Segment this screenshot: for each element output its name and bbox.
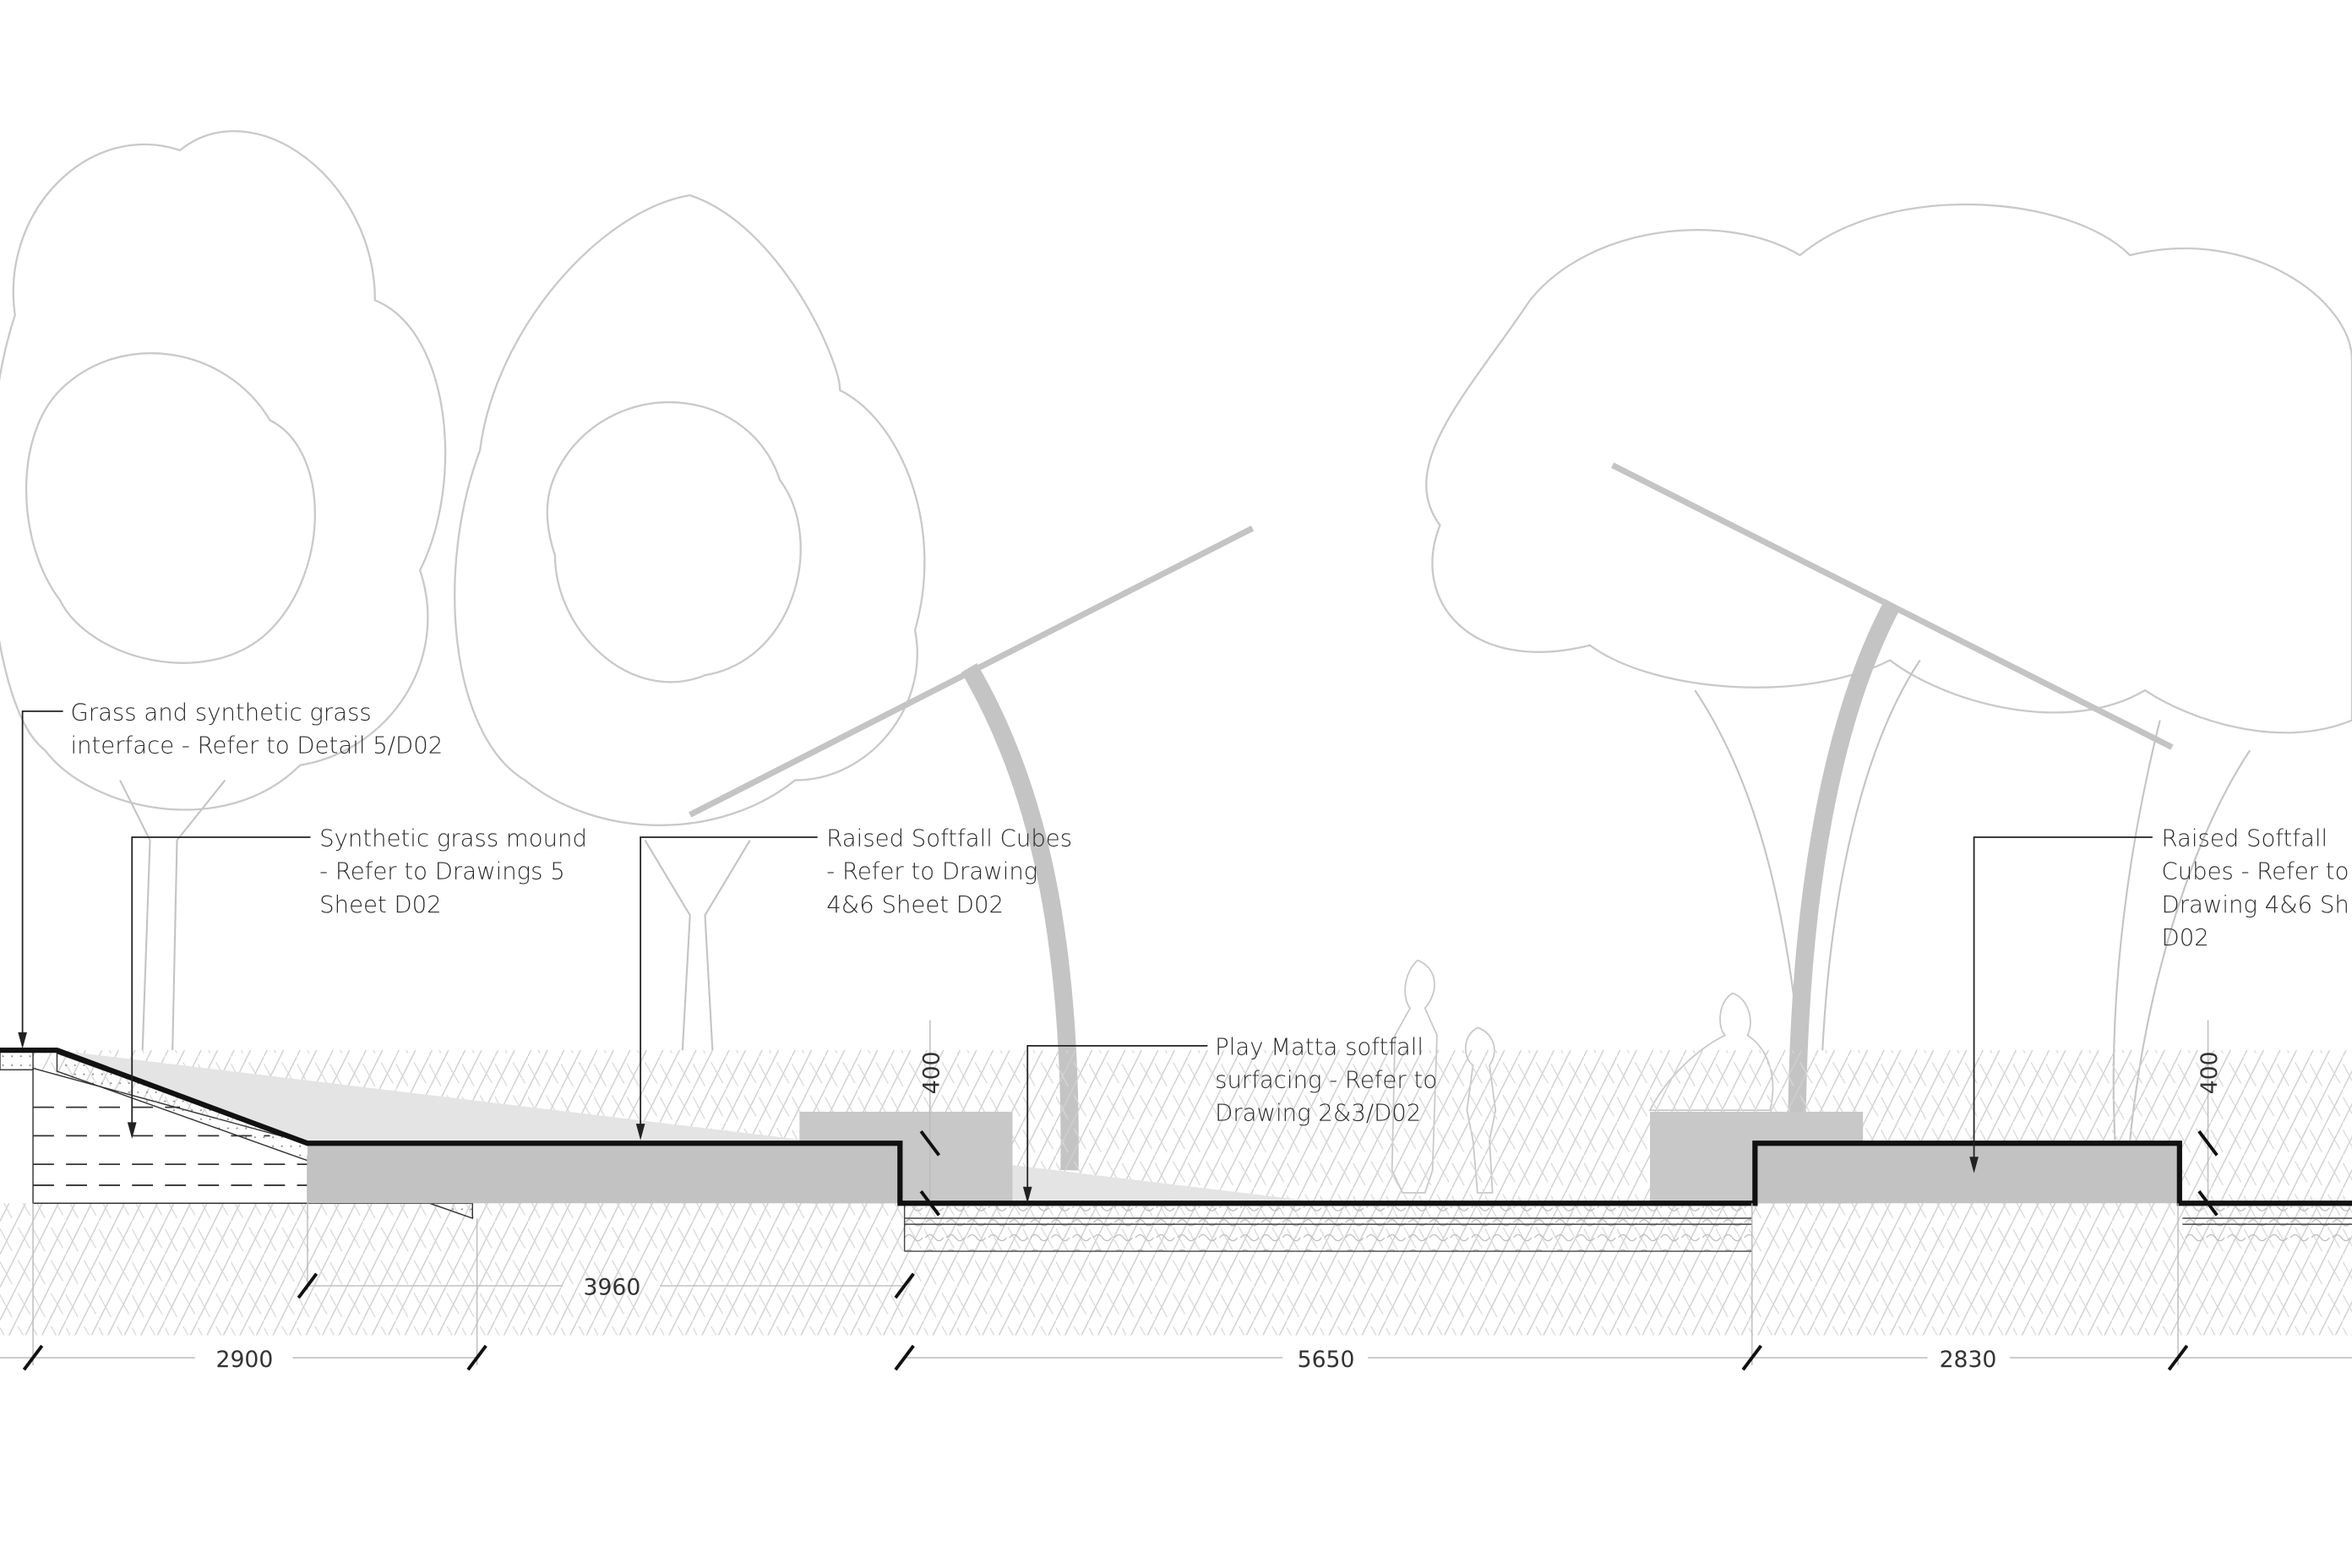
dimension-400-left: 400 bbox=[918, 1051, 945, 1094]
callout-line: D02 bbox=[2162, 924, 2209, 951]
finished-surface-line bbox=[0, 1048, 2352, 1206]
dimension-lines bbox=[0, 1020, 2352, 1371]
grass-interface-block bbox=[0, 1051, 34, 1070]
callout-line: surfacing - Refer to bbox=[1215, 1067, 1437, 1094]
raised-softfall-platform bbox=[1755, 1143, 2180, 1204]
callout-line: interface - Refer to Detail 5/D02 bbox=[70, 732, 443, 760]
callout-line: Grass and synthetic grass bbox=[70, 700, 371, 727]
callout-raised-softfall-cubes-right: Raised Softfall Cubes - Refer to Drawing… bbox=[2162, 825, 2349, 951]
callout-line: 4&6 Sheet D02 bbox=[826, 891, 1004, 918]
dimension-5650: 5650 bbox=[1298, 1347, 1355, 1373]
callout-line: - Refer to Drawing bbox=[826, 858, 1037, 885]
dimension-2900: 2900 bbox=[216, 1347, 274, 1373]
callout-line: Raised Softfall bbox=[2162, 825, 2328, 852]
tree-left bbox=[0, 130, 447, 1051]
callout-line: - Refer to Drawings 5 bbox=[319, 858, 565, 885]
callout-line: Raised Softfall Cubes bbox=[826, 825, 1072, 852]
callout-raised-softfall-cubes-left: Raised Softfall Cubes - Refer to Drawing… bbox=[826, 825, 1072, 918]
tree-middle bbox=[454, 193, 926, 1051]
dimension-2830: 2830 bbox=[1940, 1347, 1997, 1373]
callout-line: Drawing 4&6 Sh bbox=[2162, 891, 2349, 918]
play-surfacing-layers bbox=[903, 1203, 2352, 1252]
callout-line: Play Matta softfall bbox=[1215, 1033, 1424, 1060]
callout-play-matta-surfacing: Play Matta softfall surfacing - Refer to… bbox=[1215, 1033, 1437, 1126]
shade-structure-right bbox=[1611, 462, 2174, 1113]
tree-right bbox=[1425, 203, 2352, 1141]
mound-dashed-lines bbox=[33, 1106, 421, 1186]
callout-line: Synthetic grass mound bbox=[319, 825, 587, 852]
callout-line: Drawing 2&3/D02 bbox=[1215, 1100, 1421, 1127]
raised-mound-fill bbox=[307, 1143, 901, 1204]
callout-line: Sheet D02 bbox=[319, 891, 442, 918]
callout-synthetic-grass-mound: Synthetic grass mound - Refer to Drawing… bbox=[319, 825, 587, 918]
callout-leaders bbox=[18, 710, 2153, 1204]
dimension-400-right: 400 bbox=[2197, 1051, 2223, 1094]
dimension-3960: 3960 bbox=[584, 1275, 641, 1301]
callout-grass-interface: Grass and synthetic grass interface - Re… bbox=[70, 700, 443, 760]
callout-line: Cubes - Refer to bbox=[2162, 858, 2349, 885]
